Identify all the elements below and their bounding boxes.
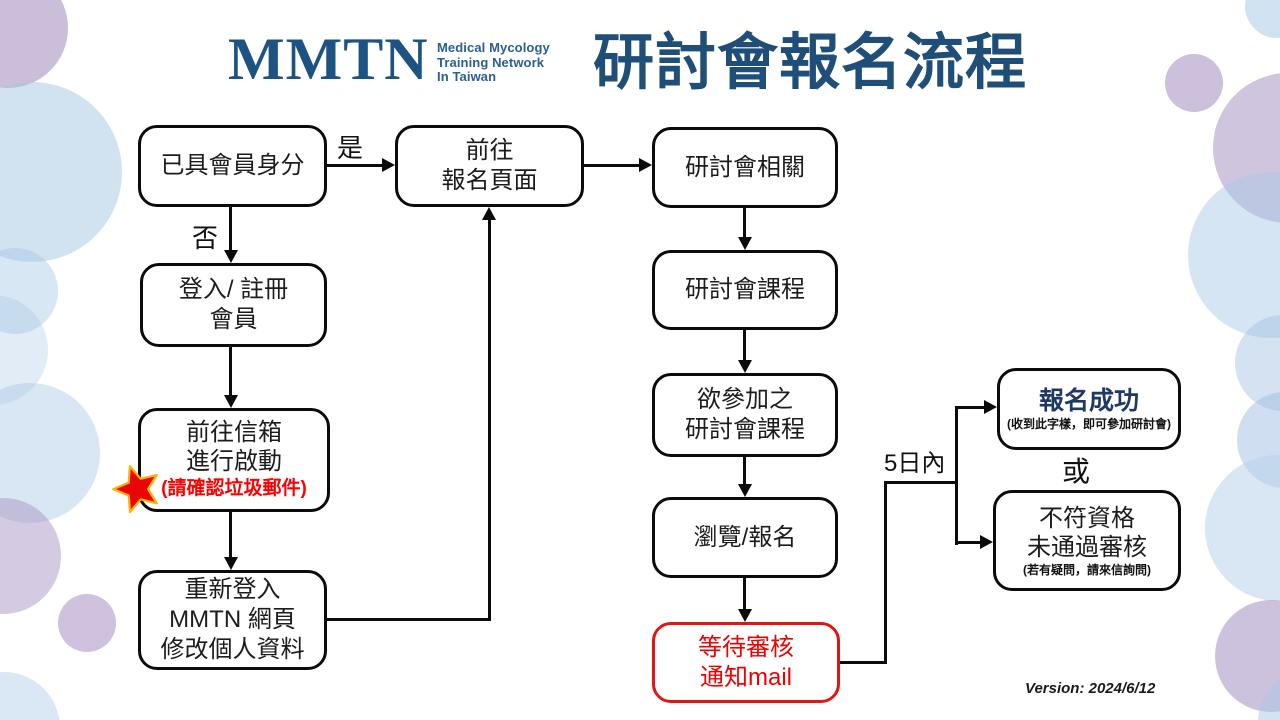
flow-box-seminar-courses-label: 研討會課程 xyxy=(685,276,805,303)
connector-line xyxy=(955,406,986,409)
arrowhead-icon xyxy=(224,250,238,263)
flow-box-login-register-line2: 會員 xyxy=(209,306,258,333)
flow-box-mailbox-activate-note: (請確認垃圾郵件) xyxy=(161,478,307,499)
connector-line xyxy=(327,164,384,167)
flow-box-relogin-line3: 修改個人資料 xyxy=(160,636,305,663)
flow-box-rejected-line1: 不符資格 xyxy=(1039,504,1135,532)
connector-line xyxy=(955,541,983,544)
arrowhead-icon xyxy=(738,237,752,250)
flow-box-goto-registration-line1: 前往 xyxy=(465,137,514,164)
connector-line xyxy=(840,661,887,664)
flow-box-member-label: 已具會員身分 xyxy=(160,152,305,179)
arrowhead-icon xyxy=(984,400,997,414)
bg-circle xyxy=(0,672,60,720)
flow-box-login-register-line1: 登入/ 註冊 xyxy=(178,276,289,303)
flow-box-seminar-courses: 研討會課程 xyxy=(652,250,838,330)
flow-box-browse-register-label: 瀏覽/報名 xyxy=(693,523,797,551)
flow-box-goto-registration-line2: 報名頁面 xyxy=(441,167,538,194)
connector-line xyxy=(884,481,887,664)
flow-box-mailbox-activate-line2: 進行啟動 xyxy=(186,448,282,475)
arrowhead-icon xyxy=(738,484,752,497)
flow-box-rejected-line2: 未通過審核 xyxy=(1027,533,1147,561)
logo-tagline-line: In Taiwan xyxy=(437,69,497,84)
flow-box-desired-course: 欲參加之 研討會課程 xyxy=(652,373,838,457)
bg-circle xyxy=(1205,455,1280,601)
mmtn-logo: MMTN xyxy=(228,26,429,92)
arrowhead-icon xyxy=(639,158,652,172)
arrowhead-icon xyxy=(738,609,752,622)
connector-line xyxy=(488,218,491,621)
connector-line xyxy=(229,347,232,397)
page-title: 研討會報名流程 xyxy=(593,28,1028,96)
flow-box-desired-course-line2: 研討會課程 xyxy=(685,416,805,443)
star-icon xyxy=(110,461,164,515)
arrowhead-icon xyxy=(980,535,993,549)
flow-box-mailbox-activate: 前往信箱 進行啟動 (請確認垃圾郵件) xyxy=(138,408,330,512)
label-yes: 是 xyxy=(337,133,364,163)
label-or: 或 xyxy=(1062,456,1091,487)
arrowhead-icon xyxy=(482,207,496,220)
connector-line xyxy=(327,618,491,621)
flow-box-desired-course-line1: 欲參加之 xyxy=(697,386,793,413)
arrowhead-icon xyxy=(382,158,395,172)
flow-box-wait-review: 等待審核 通知mail xyxy=(652,622,840,703)
flow-box-goto-registration: 前往 報名頁面 xyxy=(395,125,584,207)
flow-box-relogin-line2: MMTN 網頁 xyxy=(169,606,296,633)
flow-box-success-title: 報名成功 xyxy=(1038,387,1139,415)
flow-box-relogin-line1: 重新登入 xyxy=(184,576,281,603)
connector-line xyxy=(229,512,232,558)
connector-line xyxy=(955,407,958,545)
version-text: Version: 2024/6/12 xyxy=(1025,680,1156,697)
flow-box-rejected-note: (若有疑問，請來信詢問) xyxy=(1023,562,1151,577)
arrowhead-icon xyxy=(738,360,752,373)
flow-box-relogin: 重新登入 MMTN 網頁 修改個人資料 xyxy=(138,570,327,670)
arrowhead-icon xyxy=(224,557,238,570)
flow-box-login-register: 登入/ 註冊 會員 xyxy=(140,263,327,347)
bg-circle xyxy=(1165,54,1223,112)
flow-box-wait-review-line2: 通知mail xyxy=(699,663,792,691)
flow-box-mailbox-activate-line1: 前往信箱 xyxy=(186,419,282,446)
logo-tagline-line: Training Network xyxy=(437,54,545,70)
connector-line xyxy=(229,207,232,252)
mmtn-logo-tagline: Medical Mycology Training Network In Tai… xyxy=(437,40,550,85)
flow-box-member: 已具會員身分 xyxy=(138,125,327,207)
flow-box-success: 報名成功 (收到此字樣，即可參加研討會) xyxy=(997,368,1181,450)
bg-circle xyxy=(0,0,68,88)
bg-circle xyxy=(0,82,122,262)
arrowhead-icon xyxy=(224,395,238,408)
flow-box-success-note: (收到此字樣，即可參加研討會) xyxy=(1007,417,1171,431)
connector-line xyxy=(743,208,746,239)
label-no: 否 xyxy=(192,223,219,253)
label-within-5-days: 5日內 xyxy=(884,450,946,477)
flow-box-browse-register: 瀏覽/報名 xyxy=(652,497,838,578)
bg-circle xyxy=(58,594,116,652)
connector-line xyxy=(584,164,640,167)
connector-line xyxy=(743,457,746,486)
flow-box-wait-review-line1: 等待審核 xyxy=(698,633,794,661)
bg-circle xyxy=(1245,0,1280,38)
flow-box-seminar-related: 研討會相關 xyxy=(652,127,838,208)
connector-line xyxy=(743,330,746,362)
flow-box-seminar-related-label: 研討會相關 xyxy=(685,153,805,181)
bg-circle xyxy=(1188,172,1280,338)
connector-line xyxy=(743,578,746,611)
flow-box-rejected: 不符資格 未通過審核 (若有疑問，請來信詢問) xyxy=(993,490,1181,591)
connector-line xyxy=(884,481,958,484)
logo-tagline-line: Medical Mycology xyxy=(437,40,550,55)
